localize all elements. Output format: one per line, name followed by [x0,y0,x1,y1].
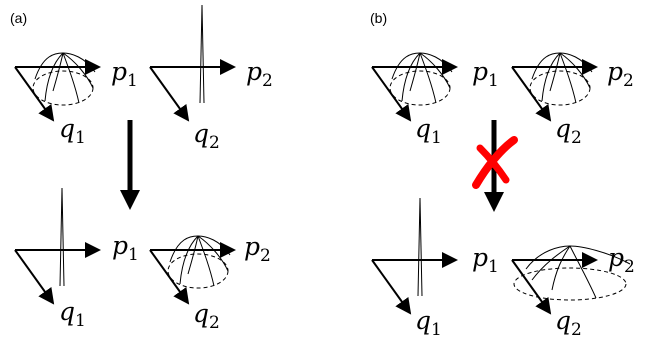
axes [150,250,234,303]
narrow-distribution [59,187,65,287]
label-p1: p1 [472,243,499,277]
axes [15,250,99,303]
axes [150,67,234,120]
axes [512,67,596,120]
label-q1: q1 [59,114,86,148]
panel-a-top-right [150,4,234,120]
label-p2: p2 [246,57,273,91]
label-p2: p2 [608,243,635,277]
panel-b-label: (b) [370,10,387,26]
panel-b-top-left [372,52,456,120]
panel-b: (b) p1 q1 p2 q2 p1 q1 [370,10,635,338]
label-q1: q1 [415,306,442,338]
narrow-distribution [199,4,205,104]
panel-a-label: (a) [10,10,27,26]
broad-distribution [529,52,593,106]
axes [372,260,456,313]
axes [512,260,596,313]
label-p1: p1 [472,57,499,91]
label-p1: p1 [112,231,139,265]
label-p1: p1 [111,57,138,91]
label-q2: q2 [193,119,220,153]
narrow-distribution [417,197,423,297]
panel-a-top-left [15,52,99,120]
label-p2: p2 [244,232,271,266]
label-q2: q2 [193,299,220,333]
label-p2: p2 [607,57,634,91]
broad-distribution [389,52,453,106]
label-q1: q1 [415,114,442,148]
panel-b-top-right [512,52,596,120]
axes [15,67,99,120]
panel-a: (a) p1 q1 p2 q2 p1 q1 p2 q2 [10,4,273,333]
broad-distribution [32,52,96,106]
panel-a-bottom-left [15,187,99,303]
label-q2: q2 [555,306,582,338]
label-q1: q1 [59,297,86,331]
label-q2: q2 [555,114,582,148]
panel-b-bottom-left [372,197,456,313]
cross-mark [472,136,518,189]
broad-distribution [167,235,231,289]
panel-a-bottom-right [150,235,234,303]
axes [372,67,456,120]
